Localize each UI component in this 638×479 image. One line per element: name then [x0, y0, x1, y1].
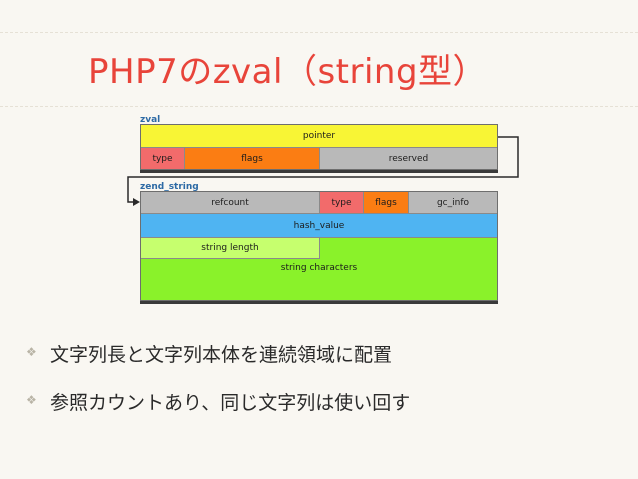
string-characters-label: string characters: [280, 263, 358, 273]
diamond-bullet-icon: ❖: [26, 345, 37, 359]
gc-info-cell: gc_info: [409, 192, 497, 214]
zend-string-label: zend_string: [140, 182, 199, 192]
gc-info-label: gc_info: [436, 197, 470, 208]
refcount-label: refcount: [211, 197, 249, 208]
title-rule: [0, 106, 638, 107]
bullet-item-1: 文字列長と文字列本体を連続領域に配置: [50, 344, 393, 366]
zval-label: zval: [140, 115, 161, 125]
zval-reserved-cell: reserved: [320, 148, 497, 169]
hash-value-cell: hash_value: [141, 214, 497, 238]
zend-string-struct: refcount type flags gc_info hash_value s…: [140, 191, 498, 301]
zval-flags-label: flags: [241, 153, 263, 164]
string-length-label: string length: [201, 243, 259, 253]
zval-pointer-label: pointer: [302, 131, 336, 141]
zs-flags-label: flags: [375, 197, 397, 208]
zs-type-cell: type: [320, 192, 364, 214]
zval-reserved-label: reserved: [388, 153, 429, 164]
zval-type-label: type: [152, 153, 173, 164]
zs-type-label: type: [331, 197, 352, 208]
zs-flags-cell: flags: [364, 192, 409, 214]
bullet-item-2: 参照カウントあり、同じ文字列は使い回す: [50, 392, 411, 414]
string-length-cell: string length: [141, 238, 320, 259]
zval-pointer-cell: pointer: [141, 125, 497, 148]
slide-title: PHP7のzval（string型）: [88, 52, 488, 92]
zval-struct: pointer type flags reserved: [140, 124, 498, 170]
zval-flags-cell: flags: [185, 148, 320, 169]
top-rule: [0, 32, 638, 33]
diamond-bullet-icon: ❖: [26, 393, 37, 407]
hash-value-label: hash_value: [293, 220, 345, 231]
zval-type-cell: type: [141, 148, 185, 169]
refcount-cell: refcount: [141, 192, 320, 214]
